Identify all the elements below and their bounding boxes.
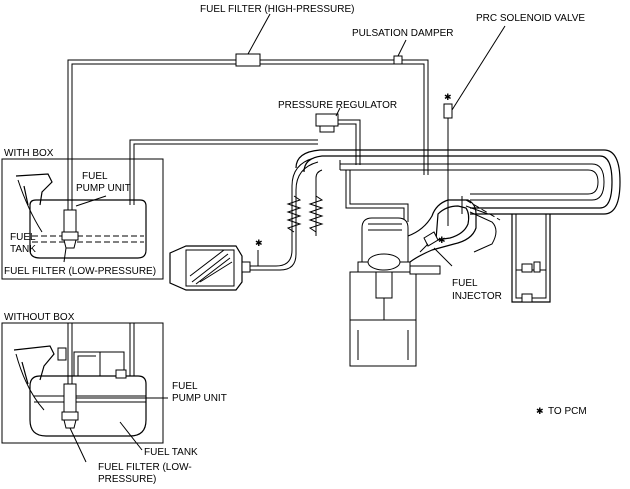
- fuel-tank-without-box: [13, 345, 147, 437]
- canister-asterisk: ✱: [255, 238, 263, 248]
- without-box-frame: [1, 322, 164, 444]
- prc-solenoid-valve: ✱: [443, 25, 506, 200]
- with-box-frame: [1, 158, 164, 280]
- label-fuel-injector-a: FUEL: [452, 278, 478, 289]
- label-prc-solenoid-valve: PRC SOLENOID VALVE: [476, 13, 585, 24]
- label-fuel-tank-1a: FUEL: [10, 232, 36, 243]
- pulsation-damper: [393, 55, 403, 65]
- label-fuel-pump-unit-1a: FUEL: [82, 171, 108, 182]
- intake-manifold: [407, 199, 501, 263]
- fuel-filter-high-pressure: [235, 53, 261, 67]
- pressure-regulator: [315, 107, 361, 165]
- legend-asterisk: ✱: [536, 406, 544, 416]
- label-fuel-filter-low-2a: FUEL FILTER (LOW-: [98, 462, 192, 473]
- label-pulsation-damper: PULSATION DAMPER: [352, 28, 454, 39]
- charcoal-canister: [169, 245, 251, 291]
- label-fuel-pump-unit-2a: FUEL: [172, 381, 198, 392]
- label-fuel-tank-1b: TANK: [10, 244, 36, 255]
- label-fuel-pump-unit-2b: PUMP UNIT: [172, 393, 227, 404]
- label-fuel-filter-high: FUEL FILTER (HIGH-PRESSURE): [200, 4, 354, 15]
- fuel-rail-loop: [295, 149, 621, 215]
- fuel-pump-unit-without-box: [61, 383, 79, 429]
- flex-hose-left: [286, 195, 302, 233]
- legend-to-pcm: TO PCM: [548, 406, 587, 417]
- label-fuel-injector-b: INJECTOR: [452, 291, 502, 302]
- prc-asterisk: ✱: [444, 92, 452, 102]
- fuel-injector: ✱: [419, 231, 446, 253]
- fuel-pump-unit-with-box: [61, 209, 79, 249]
- injector-asterisk: ✱: [438, 235, 446, 245]
- air-intake-box: [511, 214, 551, 303]
- label-fuel-tank-2: FUEL TANK: [144, 447, 198, 458]
- label-without-box: WITHOUT BOX: [4, 312, 75, 323]
- label-fuel-filter-low-1: FUEL FILTER (LOW-PRESSURE): [4, 266, 156, 277]
- label-pressure-regulator: PRESSURE REGULATOR: [278, 100, 397, 111]
- label-fuel-filter-low-2b: PRESSURE): [98, 474, 156, 485]
- engine: [349, 217, 417, 367]
- fuel-tank-with-box: [15, 173, 147, 259]
- label-fuel-pump-unit-1b: PUMP UNIT: [76, 183, 131, 194]
- injector-connector: [409, 265, 441, 275]
- label-with-box: WITH BOX: [4, 148, 54, 159]
